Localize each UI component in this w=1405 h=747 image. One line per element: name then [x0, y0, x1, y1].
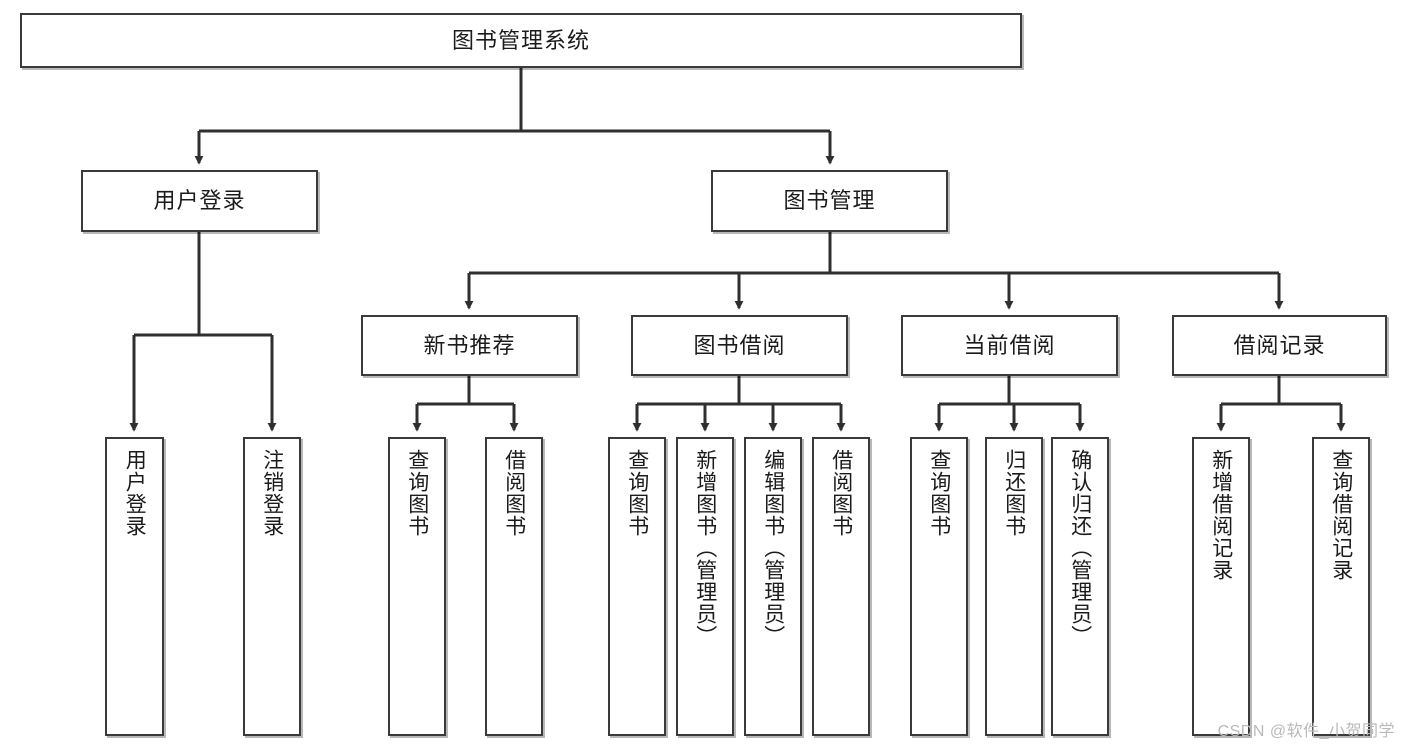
node-root[interactable]: 图书管理系统	[20, 13, 1022, 68]
node-leaf-user-login-label: 用户登录	[123, 449, 147, 537]
node-leaf-rec-query-book[interactable]: 查询图书	[388, 437, 446, 736]
node-leaf-rec-add-record-label: 新增借阅记录	[1209, 449, 1233, 581]
node-leaf-user-login[interactable]: 用户登录	[105, 437, 164, 736]
node-book-borrow[interactable]: 图书借阅	[631, 315, 848, 376]
node-leaf-rec-borrow-book-label: 借阅图书	[502, 449, 526, 537]
node-book-borrow-label: 图书借阅	[693, 332, 786, 358]
node-leaf-cur-query-book[interactable]: 查询图书	[910, 437, 968, 736]
node-leaf-borrow-lend-book-label: 借阅图书	[829, 449, 853, 537]
node-leaf-rec-query-record[interactable]: 查询借阅记录	[1312, 437, 1370, 736]
node-leaf-cur-confirm-return-label: 确认归还（管理员）	[1068, 449, 1092, 647]
node-leaf-borrow-add-book-label: 新增图书（管理员）	[693, 449, 717, 647]
node-current-borrow[interactable]: 当前借阅	[901, 315, 1118, 376]
node-leaf-borrow-query-book-label: 查询图书	[625, 449, 649, 537]
node-borrow-record[interactable]: 借阅记录	[1172, 315, 1387, 376]
node-book-manage-label: 图书管理	[783, 188, 876, 213]
node-new-book-rec[interactable]: 新书推荐	[361, 315, 578, 376]
node-leaf-rec-add-record[interactable]: 新增借阅记录	[1192, 437, 1250, 736]
node-leaf-rec-query-book-label: 查询图书	[405, 449, 429, 537]
node-leaf-borrow-lend-book[interactable]: 借阅图书	[812, 437, 870, 736]
node-leaf-cur-confirm-return[interactable]: 确认归还（管理员）	[1051, 437, 1109, 736]
node-current-borrow-label: 当前借阅	[963, 332, 1056, 358]
node-leaf-borrow-edit-book[interactable]: 编辑图书（管理员）	[744, 437, 802, 736]
node-leaf-user-logout-label: 注销登录	[260, 449, 284, 537]
node-user-login-label: 用户登录	[153, 188, 246, 213]
node-book-manage[interactable]: 图书管理	[711, 170, 948, 232]
node-leaf-borrow-edit-book-label: 编辑图书（管理员）	[761, 449, 785, 647]
node-leaf-user-logout[interactable]: 注销登录	[243, 437, 301, 736]
node-leaf-rec-borrow-book[interactable]: 借阅图书	[485, 437, 543, 736]
node-leaf-rec-query-record-label: 查询借阅记录	[1329, 449, 1353, 581]
node-borrow-record-label: 借阅记录	[1233, 332, 1326, 358]
node-leaf-cur-query-book-label: 查询图书	[927, 449, 951, 537]
node-leaf-borrow-query-book[interactable]: 查询图书	[608, 437, 666, 736]
node-new-book-rec-label: 新书推荐	[423, 332, 516, 358]
node-leaf-cur-return-book[interactable]: 归还图书	[985, 437, 1043, 736]
node-leaf-cur-return-book-label: 归还图书	[1002, 449, 1026, 537]
node-user-login[interactable]: 用户登录	[81, 170, 318, 232]
node-root-label: 图书管理系统	[451, 27, 590, 53]
node-leaf-borrow-add-book[interactable]: 新增图书（管理员）	[676, 437, 734, 736]
